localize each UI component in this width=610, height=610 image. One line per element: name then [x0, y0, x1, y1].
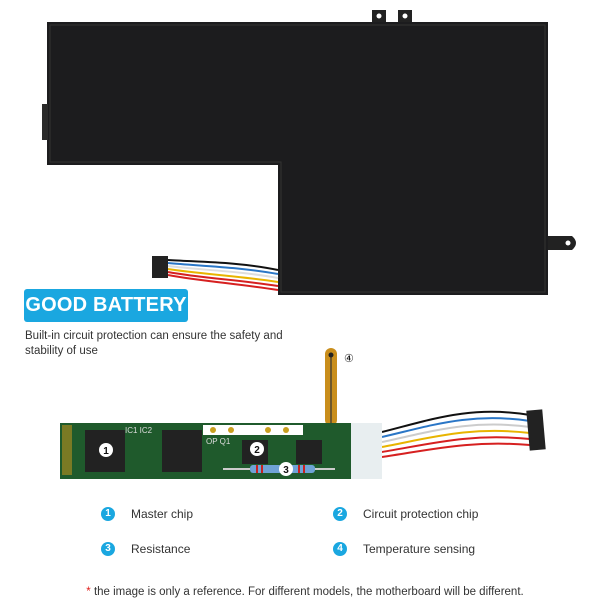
ic-label: IC1 IC2: [125, 426, 153, 435]
number-1-icon: 1: [101, 507, 115, 521]
description: Built-in circuit protection can ensure t…: [25, 330, 283, 357]
battery-connector-cable: [152, 256, 279, 291]
footnote: * the image is only a reference. For dif…: [0, 586, 610, 598]
legend-label: Master chip: [131, 507, 194, 521]
legend-item-circuit-protection-chip: 2 Circuit protection chip: [333, 507, 478, 521]
legend-label: Resistance: [131, 542, 191, 556]
legend-item-master-chip: 1 Master chip: [101, 507, 193, 521]
legend-label: Temperature sensing: [363, 542, 476, 556]
legend-label: Circuit protection chip: [363, 507, 479, 521]
number-4-icon: 4: [333, 542, 347, 556]
number-2-icon: 2: [333, 507, 347, 521]
asterisk: *: [86, 586, 91, 598]
legend-item-resistance: 3 Resistance: [101, 542, 190, 556]
marker-4: ④: [344, 353, 354, 365]
battery-pack: [42, 10, 576, 295]
number-3-icon: 3: [101, 542, 115, 556]
good-battery-badge: GOOD BATTERY: [24, 289, 188, 322]
marker-1: 1: [103, 446, 109, 457]
marker-2: 2: [254, 445, 260, 456]
protection-circuit-board: 1 2 3 IC1 IC2 OP Q1 ④: [60, 348, 546, 479]
op-label: OP Q1: [206, 437, 231, 446]
legend-item-temperature-sensing: 4 Temperature sensing: [333, 542, 475, 556]
footnote-text: the image is only a reference. For diffe…: [90, 586, 524, 598]
marker-3: 3: [283, 465, 289, 476]
